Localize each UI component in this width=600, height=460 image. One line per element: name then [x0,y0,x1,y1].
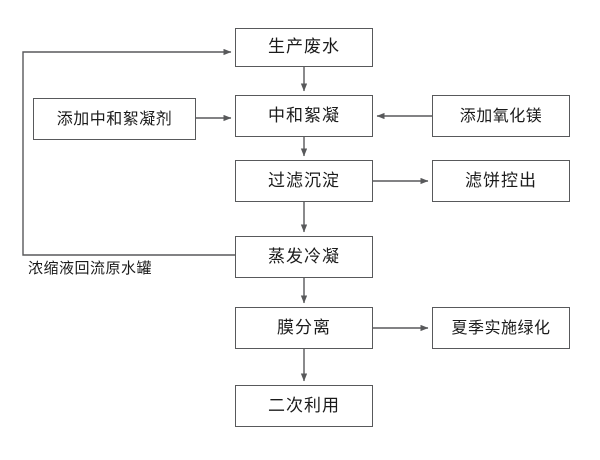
node-label: 生产废水 [268,37,340,57]
node-filter-cake-discharge[interactable]: 滤饼控出 [432,160,570,202]
node-label: 过滤沉淀 [268,170,340,191]
connector-recycle-loop [22,48,235,256]
node-add-neutralizing-flocculant[interactable]: 添加中和絮凝剂 [33,98,196,140]
node-production-wastewater[interactable]: 生产废水 [235,28,373,67]
node-label: 滤饼控出 [465,170,537,191]
node-label: 添加氧化镁 [459,106,543,125]
node-membrane-separation[interactable]: 膜分离 [235,307,373,349]
node-label: 夏季实施绿化 [451,318,551,337]
node-neutralization-flocculation[interactable]: 中和絮凝 [235,95,373,137]
node-evaporation-condensation[interactable]: 蒸发冷凝 [235,236,373,278]
node-label: 添加中和絮凝剂 [56,109,173,128]
node-label: 膜分离 [277,317,331,338]
node-filtration-precipitation[interactable]: 过滤沉淀 [235,160,373,202]
recycle-loop-label: 浓缩液回流原水罐 [28,259,153,277]
node-secondary-reuse[interactable]: 二次利用 [235,385,373,427]
node-label: 中和絮凝 [268,105,340,126]
node-label: 二次利用 [268,395,340,416]
node-summer-greening[interactable]: 夏季实施绿化 [432,307,570,349]
node-label: 蒸发冷凝 [268,246,340,267]
node-add-magnesium-oxide[interactable]: 添加氧化镁 [432,95,570,137]
